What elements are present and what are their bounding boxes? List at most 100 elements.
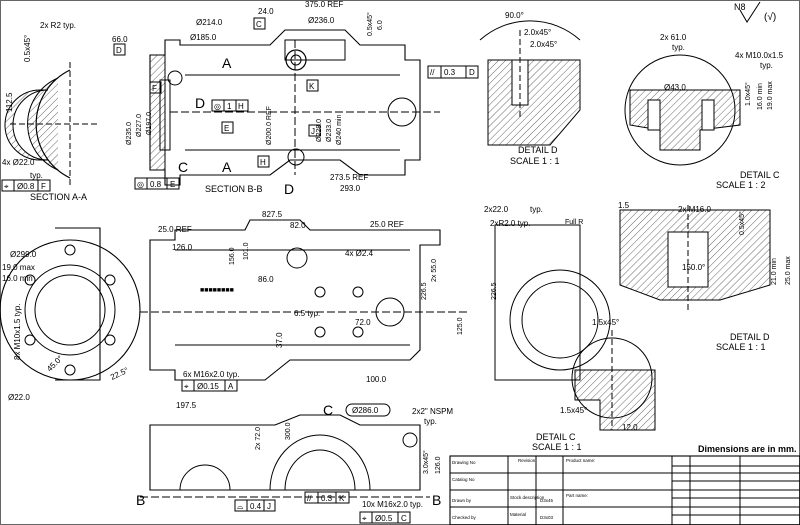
mv-frame-position: ⌖ Ø0.15 A (181, 379, 238, 392)
svg-text:H: H (260, 158, 266, 167)
svg-text:◎: ◎ (137, 180, 144, 189)
bb-dim-240: Ø240 min (336, 115, 343, 145)
ddb-scale: SCALE 1 : 1 (716, 342, 766, 352)
mv-dim-55: 2x 55.0 (431, 259, 438, 282)
aa-dim-typ: typ. (30, 171, 43, 180)
svg-text:⌖: ⌖ (4, 182, 9, 191)
bv-frame-parallel: // 0.3 K (304, 491, 350, 504)
svg-text://: // (307, 494, 312, 503)
bv-dim-typ: typ. (424, 417, 437, 426)
bb-dim-293: 293.0 (340, 184, 361, 193)
svg-text:F: F (41, 182, 46, 191)
bb-datum-h: H (257, 155, 270, 168)
svg-text:Ø0.8: Ø0.8 (17, 182, 35, 191)
svg-text:Ø0.15: Ø0.15 (197, 382, 219, 391)
bb-datum-k: K (306, 79, 319, 92)
bb-frame-concentric-h: ◎ 1 H (211, 99, 249, 112)
detail-c-top: 2x 61.0 typ. 4x M10.0x1.5 typ. Ø43.0 1.0… (624, 33, 784, 190)
bv-dim-3x45: 3.0x45° (422, 450, 430, 474)
units-note: Dimensions are in mm. (698, 444, 797, 454)
svg-text:Ø0.5: Ø0.5 (375, 514, 393, 523)
svg-text:0.3: 0.3 (444, 68, 456, 77)
ddb-title: DETAIL D (730, 332, 770, 342)
bv-dim-197: 197.5 (176, 401, 197, 410)
bb-dim-24: 24.0 (258, 7, 274, 16)
side-view: Ø299.0 19.0 max 16.0 min 8x M10x1.5 typ.… (0, 227, 141, 402)
mv-dim-126: 126.0 (172, 243, 193, 252)
bb-datum-e: E (221, 121, 234, 134)
bb-dim-200: Ø200.0 REF (266, 106, 273, 145)
mv-dim-125: 125.0 (457, 317, 464, 335)
bv-dim-126: 126.0 (435, 456, 442, 474)
svg-text:D: D (116, 46, 122, 55)
ddb-dim-150: 150.0° (682, 263, 705, 272)
mv-logo-mark: ■■■■■■■■ (200, 287, 234, 294)
sv-dim-16min: 16.0 min (2, 274, 33, 283)
mv-dim-72: 72.0 (355, 318, 371, 327)
dcb-dim-12: 12.0 (622, 423, 638, 432)
mv-dim-156: 156.0 (229, 247, 236, 265)
aa-dim-holes: 4x Ø22.0 (2, 158, 35, 167)
detail-d-bottom: 1.5 2x M16.0 0.5x45° 150.0° 21.0 min 25.… (618, 201, 792, 352)
bv-dim-72: 2x 72.0 (255, 427, 262, 450)
tb-part-name: Part name: (566, 493, 588, 498)
bb-frame-parallel: // 0.3 D (427, 65, 479, 79)
svg-text:J: J (311, 127, 315, 136)
mv-note-m16: 6x M16x2.0 typ. (183, 370, 239, 379)
svg-text:⌖: ⌖ (184, 382, 189, 391)
dtd-dim-angle: 90.0° (505, 11, 524, 20)
surface-finish-symbol: N8 (√) (734, 1, 776, 23)
bv-label-b-left: B (136, 492, 145, 508)
mv-dim-100: 100.0 (366, 375, 387, 384)
bb-dim-185: Ø185.0 (190, 33, 217, 42)
bb-dim-233: Ø233.0 (326, 119, 333, 142)
rv-dim-226: 226.5 (491, 282, 498, 300)
aa-feature-frame: ⌖ Ø0.8 F (1, 179, 51, 192)
svg-text:⌓: ⌓ (237, 502, 244, 511)
bb-detail-label-d2: D (284, 181, 294, 197)
ddb-dim-m16: 2x M16.0 (678, 205, 711, 214)
ddb-dim-21min: 21.0 min (771, 258, 778, 285)
sv-dim-299: Ø299.0 (10, 250, 37, 259)
mv-dim-101: 101.0 (243, 242, 250, 260)
bb-datum-f: F (149, 81, 162, 94)
bv-dim-nspm: 2x2" NSPM (412, 407, 453, 416)
bv-label-b-right: B (432, 492, 441, 508)
svg-text:(√): (√) (764, 11, 776, 23)
sv-dim-45: 45.0° (45, 354, 65, 374)
sv-dim-19max: 19.0 max (2, 263, 35, 272)
mv-dim-82: 82.0 (290, 221, 306, 230)
dtd-title: DETAIL D (518, 145, 558, 155)
tb-value-1: D3x45 (540, 498, 554, 503)
bb-title: SECTION B-B (205, 184, 263, 194)
mv-dim-25ref-2: 25.0 REF (370, 220, 404, 229)
dtc-dim-m10: 4x M10.0x1.5 (735, 51, 784, 60)
dcb-dim-chamfer-1: 1.5x45° (592, 318, 619, 327)
aa-dim-r2: 2x R2 typ. (40, 21, 76, 30)
bb-dim-375: 375.0 REF (305, 0, 343, 9)
bv-frame-position: ⌖ Ø0.5 C (359, 511, 411, 524)
rv-dim-typ: typ. (530, 205, 543, 214)
svg-text:0.3: 0.3 (321, 494, 333, 503)
mv-dim-25ref-1: 25.0 REF (158, 225, 192, 234)
bb-detail-label-d: D (195, 95, 205, 111)
bb-section-label-a-top: A (222, 55, 232, 71)
sv-dim-m10: 8x M10x1.5 typ. (13, 304, 22, 360)
tb-row-drawn-by: Drawn by (452, 498, 472, 503)
bb-frame-concentric-e: ◎ 0.8 E (134, 177, 180, 190)
svg-text:D: D (469, 68, 475, 77)
mv-dim-827: 827.5 (262, 210, 283, 219)
aa-dim-chamfer: 0.5x45° (23, 35, 32, 62)
tb-label-stock: Stock description (510, 495, 545, 500)
sv-dim-22: Ø22.0 (8, 393, 30, 402)
mv-dim-4x: 4x Ø2.4 (345, 249, 374, 258)
tb-row-catalog-no: Catalog No (452, 477, 475, 482)
bb-section-label-a-bottom: A (222, 159, 232, 175)
bb-datum-d: D (113, 43, 126, 56)
rv-dim-fullr: Full R (565, 219, 583, 226)
svg-text:N8: N8 (734, 2, 746, 12)
tb-value-2: D3x03 (540, 515, 554, 520)
main-view: ■■■■■■■■ 827.5 82.0 25.0 REF 25.0 REF 12… (140, 210, 470, 392)
svg-text:E: E (170, 180, 175, 189)
